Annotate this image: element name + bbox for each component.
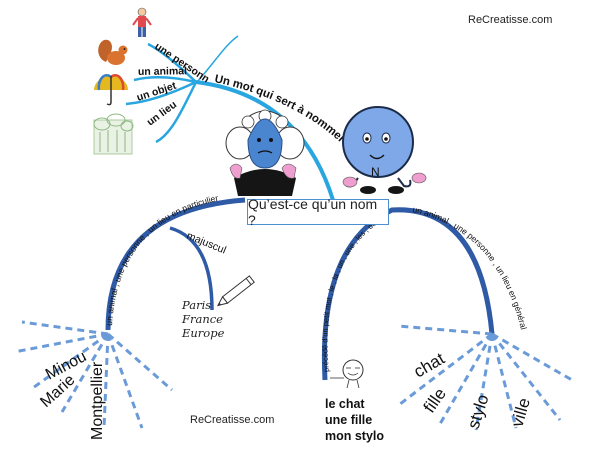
city-icon (93, 113, 134, 155)
person-icon (132, 7, 152, 37)
central-question-box: Qu’est-ce qu’un nom ? (247, 196, 389, 228)
determiner-example-3: mon stylo (325, 429, 385, 443)
common-noun-definition: un animal , une personne , un lieu en gé… (412, 204, 529, 330)
script-examples: Paris France Europe (182, 298, 224, 340)
common-noun-arch (321, 207, 495, 381)
determiner-examples: le chat une fille mon stylo (325, 396, 425, 444)
egg-character-icon (330, 359, 364, 389)
example-montpellier: Montpellier (89, 361, 106, 440)
determiner-example-1: le chat (325, 397, 365, 411)
example-stylo: stylo (464, 392, 493, 431)
n-badge: N (371, 165, 380, 179)
determiner-example-2: une fille (325, 413, 373, 427)
judge-character-icon (225, 109, 305, 196)
umbrella-icon (94, 73, 128, 106)
proper-examples-lines (13, 320, 173, 429)
example-ville: ville (508, 396, 534, 429)
script-example-france: France (182, 312, 223, 326)
n-character-icon: N (342, 106, 427, 194)
example-chat: chat (411, 349, 449, 382)
script-example-paris: Paris (182, 298, 212, 312)
squirrel-icon (98, 39, 128, 65)
common-examples-lines (397, 324, 573, 431)
watermark-bottom: ReCreatisse.com (190, 414, 275, 426)
watermark-top: ReCreatisse.com (468, 14, 553, 26)
proper-noun-arch (105, 197, 246, 331)
central-question: Qu’est-ce qu’un nom ? (248, 196, 378, 228)
category-un-animal: un animal (138, 65, 187, 78)
common-noun-determiner-text: précédé d’un petit mot , le , la , un , … (320, 212, 387, 372)
script-example-europe: Europe (182, 326, 225, 340)
pencil-icon (216, 275, 255, 307)
